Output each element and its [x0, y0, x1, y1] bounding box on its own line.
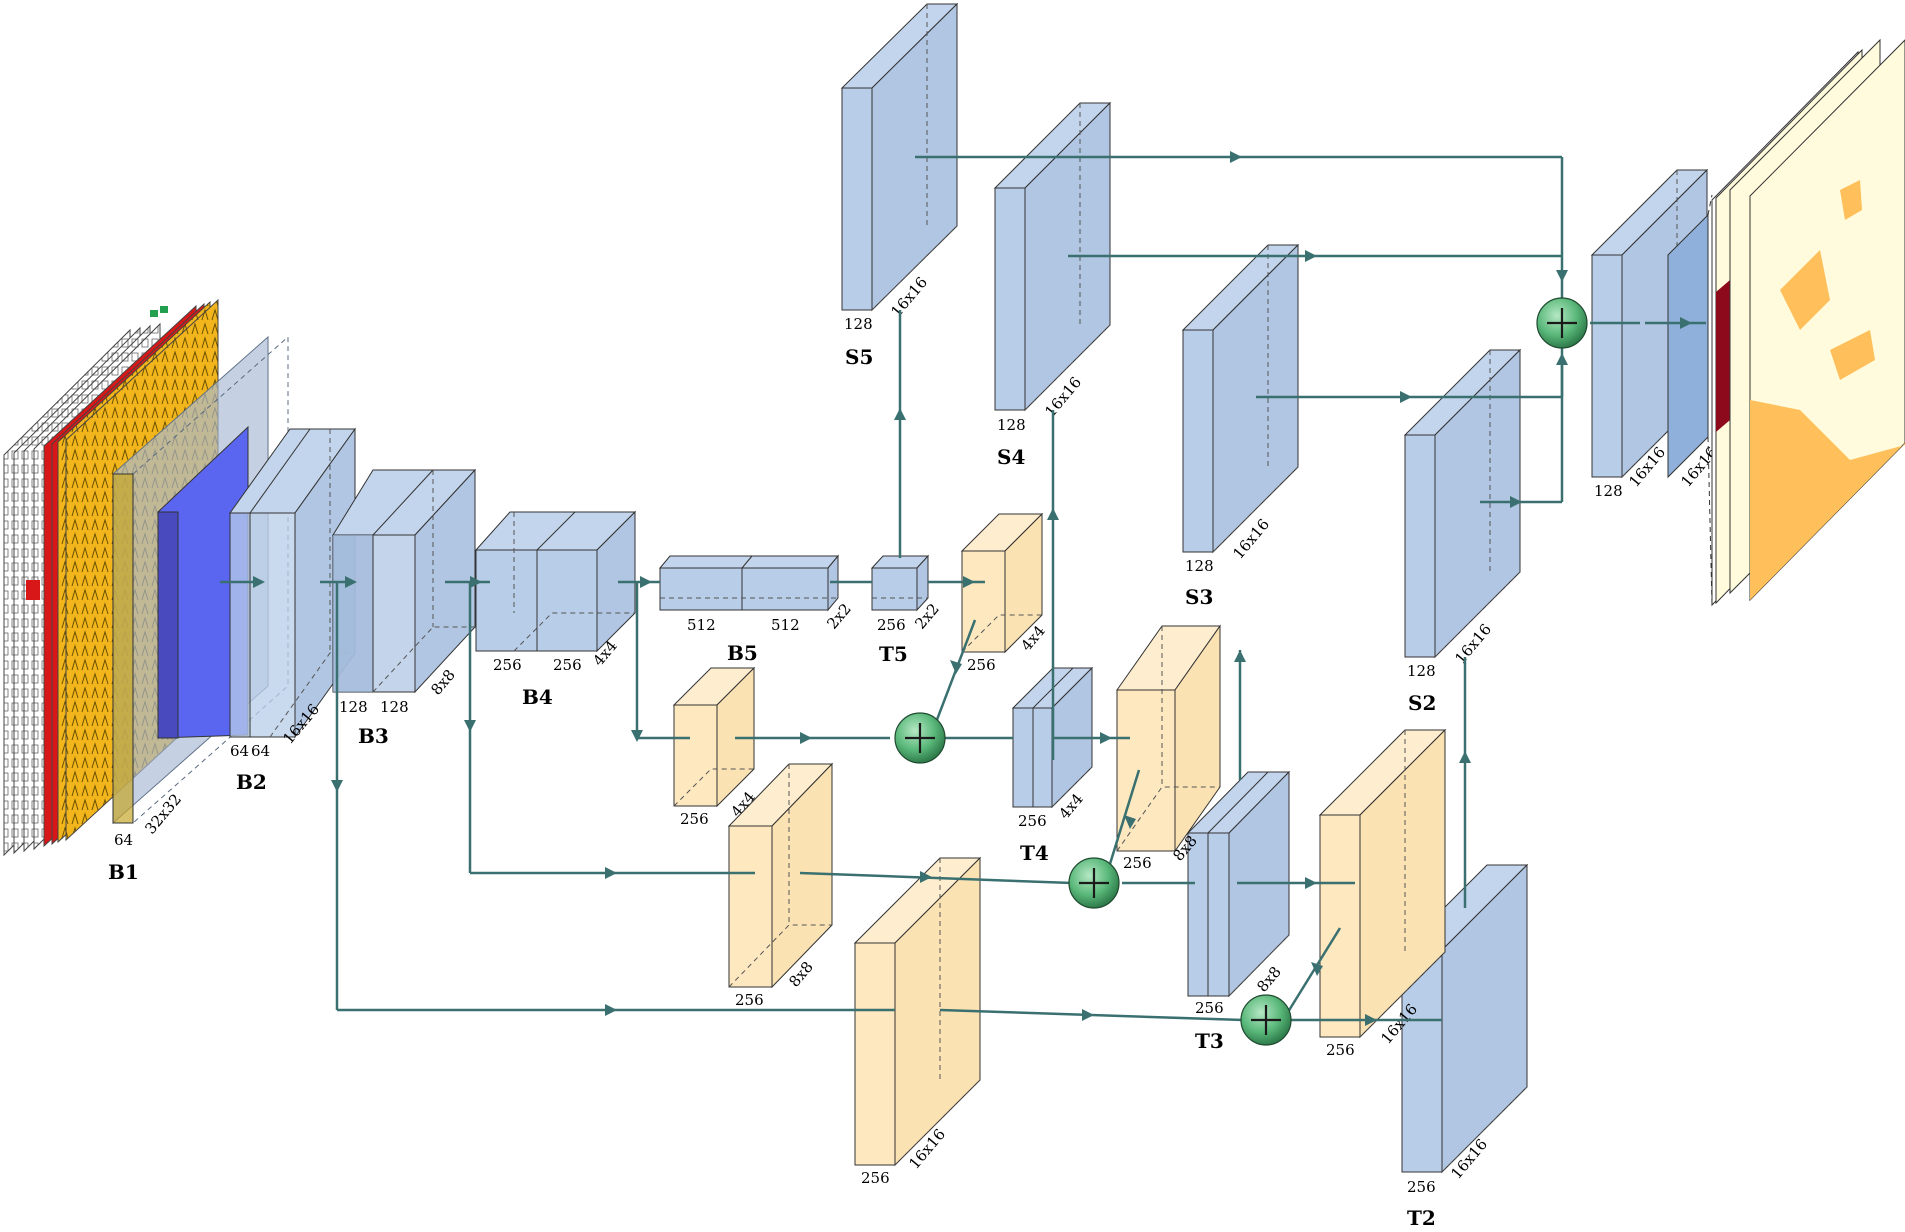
S4-name: S4 — [997, 445, 1025, 469]
B2-name: B2 — [236, 770, 267, 794]
Y5-left-label: 256 — [1326, 1041, 1355, 1059]
Y2-left-label: 256 — [680, 810, 709, 828]
arrowheads — [253, 151, 1692, 1026]
S5-left-label: 128 — [844, 315, 873, 333]
S2-name: S2 — [1408, 691, 1436, 715]
Y6-left-label: 256 — [861, 1169, 890, 1187]
T3-size-label: 8x8 — [1253, 963, 1284, 996]
B2-mid-label: 64 — [251, 742, 270, 760]
B3-mid-label: 128 — [380, 698, 409, 716]
T3-name: T3 — [1195, 1029, 1224, 1053]
T4-name: T4 — [1020, 841, 1049, 865]
block-S2: 128 16x16 S2 — [1403, 348, 1522, 715]
block-OUT: 128 16x16 16x16 — [1590, 168, 1721, 500]
block-B5: 512 512 2x2 B5 — [658, 554, 855, 665]
Y4-left-label: 256 — [735, 991, 764, 1009]
Y1-left-label: 256 — [967, 656, 996, 674]
B5-name: B5 — [727, 641, 758, 665]
T3-left-label: 256 — [1195, 999, 1224, 1017]
S5-name: S5 — [845, 345, 873, 369]
Y3-left-label: 256 — [1123, 854, 1152, 872]
sum-node-1 — [894, 712, 946, 764]
T5-name: T5 — [879, 642, 908, 666]
B1-channels-label: 64 — [114, 831, 133, 849]
block-S3: 128 16x16 S3 — [1181, 243, 1300, 609]
B1-name: B1 — [108, 860, 139, 884]
block-Y1: 256 4x4 — [960, 512, 1049, 674]
block-T3: 256 8x8 T3 — [1186, 770, 1291, 1053]
block-Y4: 256 8x8 — [727, 762, 834, 1009]
B4-left-label: 256 — [493, 656, 522, 674]
block-Y5: 256 16x16 — [1318, 728, 1447, 1059]
B5-mid-label: 512 — [771, 616, 800, 634]
OUT-left-label: 128 — [1594, 482, 1623, 500]
block-Y6: 256 16x16 — [853, 856, 982, 1187]
block-S5: 128 16x16 S5 — [840, 2, 959, 369]
B5-left-label: 512 — [687, 616, 716, 634]
S2-left-label: 128 — [1407, 662, 1436, 680]
block-Y2: 256 4x4 — [672, 666, 759, 828]
T2-left-label: 256 — [1407, 1178, 1436, 1196]
B3-left-label: 128 — [339, 698, 368, 716]
block-B4: 256 256 4x4 B4 — [474, 510, 637, 709]
S3-name: S3 — [1185, 585, 1213, 609]
B3-name: B3 — [358, 724, 389, 748]
block-S4: 128 16x16 S4 — [993, 101, 1112, 469]
S3-left-label: 128 — [1185, 557, 1214, 575]
block-B3: 128 128 8x8 B3 — [332, 468, 477, 748]
B4-mid-label: 256 — [553, 656, 582, 674]
T4-left-label: 256 — [1018, 812, 1047, 830]
B1-size-label: 32x32 — [141, 790, 185, 837]
block-T5: 256 2x2 T5 — [870, 554, 943, 666]
block-B1: 64 32x32 B1 — [108, 335, 289, 884]
T5-left-label: 256 — [877, 616, 906, 634]
output-prediction-maps — [1707, 38, 1905, 607]
sum-node-4 — [1536, 297, 1588, 349]
S4-left-label: 128 — [997, 416, 1026, 434]
B4-name: B4 — [522, 685, 553, 709]
B2-left-label: 64 — [230, 742, 249, 760]
T2-name: T2 — [1407, 1206, 1436, 1228]
sum-node-2 — [1068, 857, 1120, 909]
sum-node-3 — [1240, 994, 1292, 1046]
